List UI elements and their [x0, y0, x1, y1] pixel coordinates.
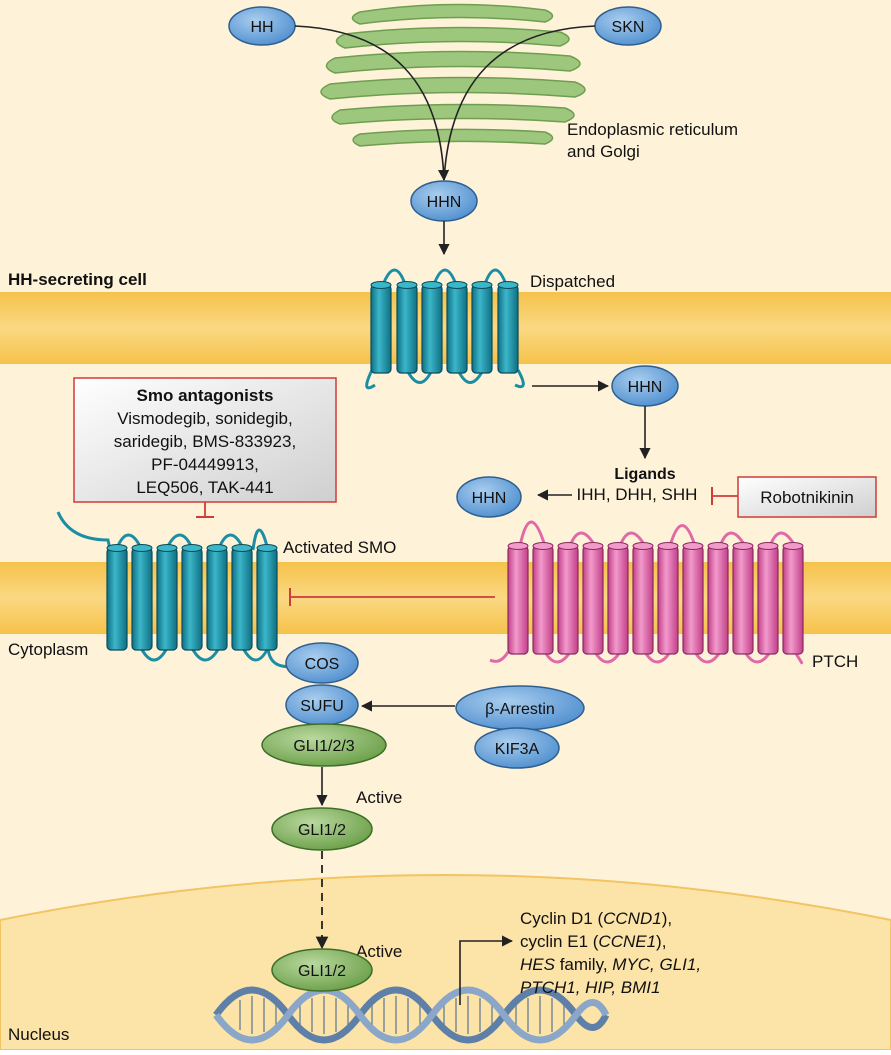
ptch-receptor — [489, 520, 804, 665]
gli12-label-b: GLI1/2 — [298, 963, 346, 980]
upper-membrane — [0, 292, 891, 364]
smo-antagonist-line-3: PF-04449913, — [151, 455, 259, 474]
gli12-label-a: GLI1/2 — [298, 822, 346, 839]
smo-antagonists-box — [73, 377, 337, 503]
ligands-title: Ligands — [614, 466, 675, 483]
hh-label: HH — [250, 19, 273, 36]
smo-receptor — [56, 511, 301, 669]
cytoplasm-label: Cytoplasm — [8, 640, 88, 659]
hhn-oval-bound — [456, 476, 522, 518]
activated-smo-label: Activated SMO — [283, 538, 396, 557]
active-label-1: Active — [356, 788, 402, 807]
gli12-oval-nucleus — [271, 948, 373, 992]
sufu-label: SUFU — [300, 698, 344, 715]
robotnikinin-label: Robotnikinin — [760, 488, 854, 507]
ligands-list: IHH, DHH, SHH — [577, 485, 698, 504]
skn-to-hhn-arrow — [443, 25, 596, 181]
smo-antagonist-line-4: LEQ506, TAK-441 — [136, 478, 273, 497]
golgi-apparatus — [320, 3, 586, 147]
hhn-bound-label: HHN — [472, 490, 507, 507]
smo-antagonist-line-1: Vismodegib, sonidegib, — [117, 409, 292, 428]
cos-label: COS — [305, 656, 340, 673]
dispatched-receptor — [365, 268, 525, 390]
hh-to-hhn-arrow — [294, 25, 450, 182]
hh-secreting-cell-label: HH-secreting cell — [8, 270, 147, 289]
target-genes-line-1: Cyclin D1 (CCND1), — [520, 909, 672, 928]
cos-oval — [285, 642, 359, 684]
gli123-label: GLI1/2/3 — [293, 738, 354, 755]
smo-antagonists-title: Smo antagonists — [137, 386, 274, 405]
ptch-label: PTCH — [812, 652, 858, 671]
robotnikinin-box — [737, 476, 877, 518]
hhn-mid-label: HHN — [628, 379, 663, 396]
target-genes-line-4: PTCH1, HIP, BMI1 — [520, 978, 660, 997]
gli123-oval — [261, 723, 387, 767]
kif3a-label: KIF3A — [495, 741, 540, 758]
transcription-arrow — [459, 935, 514, 1005]
gli12-oval-cytoplasm — [271, 807, 373, 851]
nucleus-region — [0, 874, 891, 1051]
er-golgi-label-line1: Endoplasmic reticulum — [567, 120, 738, 139]
smo-antagonist-line-2: saridegib, BMS-833923, — [114, 432, 296, 451]
skn-label: SKN — [612, 19, 645, 36]
dispatched-label: Dispatched — [530, 272, 615, 291]
hhn-top-label: HHN — [427, 194, 462, 211]
target-genes-line-3: HES family, MYC, GLI1, — [520, 955, 701, 974]
kif3a-oval — [474, 727, 560, 769]
beta-arrestin-label: β-Arrestin — [485, 701, 555, 718]
nucleus-label: Nucleus — [8, 1025, 69, 1044]
dna-helix — [213, 986, 610, 1044]
active-label-2: Active — [356, 942, 402, 961]
target-genes-line-2: cyclin E1 (CCNE1), — [520, 932, 666, 951]
er-golgi-label-line2: and Golgi — [567, 142, 640, 161]
